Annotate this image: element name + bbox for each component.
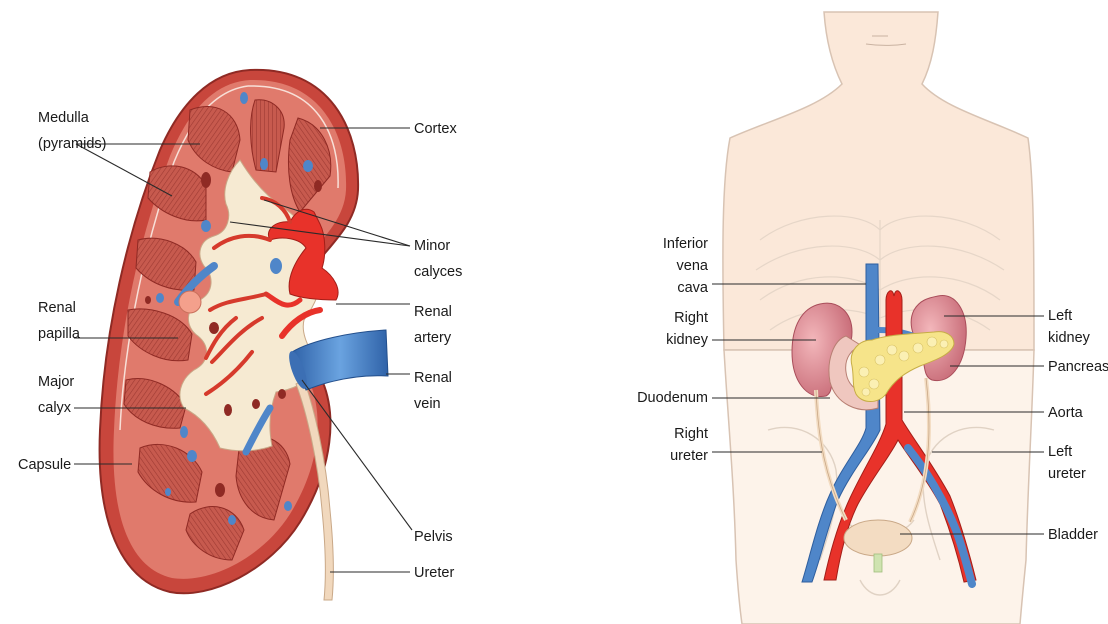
label-inferior-vena-cava: Inferior — [663, 236, 708, 252]
label-pancreas: Pancreas — [1048, 359, 1108, 375]
label-inferior-vena-cava: cava — [677, 280, 709, 296]
label-duodenum: Duodenum — [637, 390, 708, 406]
label-capsule: Capsule — [18, 457, 71, 473]
label-inferior-vena-cava: vena — [677, 258, 709, 274]
label-medulla: (pyramids) — [38, 136, 106, 152]
label-minor-calyces: calyces — [414, 264, 462, 280]
urethra — [874, 554, 882, 572]
label-renal-artery: Renal — [414, 304, 452, 320]
kidney-section — [100, 70, 388, 600]
label-renal-vein: vein — [414, 396, 441, 412]
torso-figure — [723, 12, 1034, 624]
label-left-ureter: Left — [1048, 444, 1072, 460]
label-left-kidney: kidney — [1048, 330, 1091, 346]
label-renal-artery: artery — [414, 330, 452, 346]
label-cortex: Cortex — [414, 121, 457, 137]
label-ureter: Ureter — [414, 565, 454, 581]
label-right-ureter: ureter — [670, 448, 708, 464]
label-renal-papilla: papilla — [38, 326, 81, 342]
label-renal-vein: Renal — [414, 370, 452, 386]
label-right-ureter: Right — [674, 426, 708, 442]
label-aorta: Aorta — [1048, 405, 1084, 421]
label-major-calyx: Major — [38, 374, 74, 390]
papilla-dot — [179, 291, 201, 313]
label-right-kidney: kidney — [666, 332, 709, 348]
label-bladder: Bladder — [1048, 527, 1098, 543]
label-left-kidney: Left — [1048, 308, 1072, 324]
label-pelvis: Pelvis — [414, 529, 453, 545]
label-renal-papilla: Renal — [38, 300, 76, 316]
label-medulla: Medulla — [38, 110, 90, 126]
label-major-calyx: calyx — [38, 400, 72, 416]
label-left-ureter: ureter — [1048, 466, 1086, 482]
bladder-organ — [844, 520, 912, 556]
label-right-kidney: Right — [674, 310, 708, 326]
label-minor-calyces: Minor — [414, 238, 450, 254]
